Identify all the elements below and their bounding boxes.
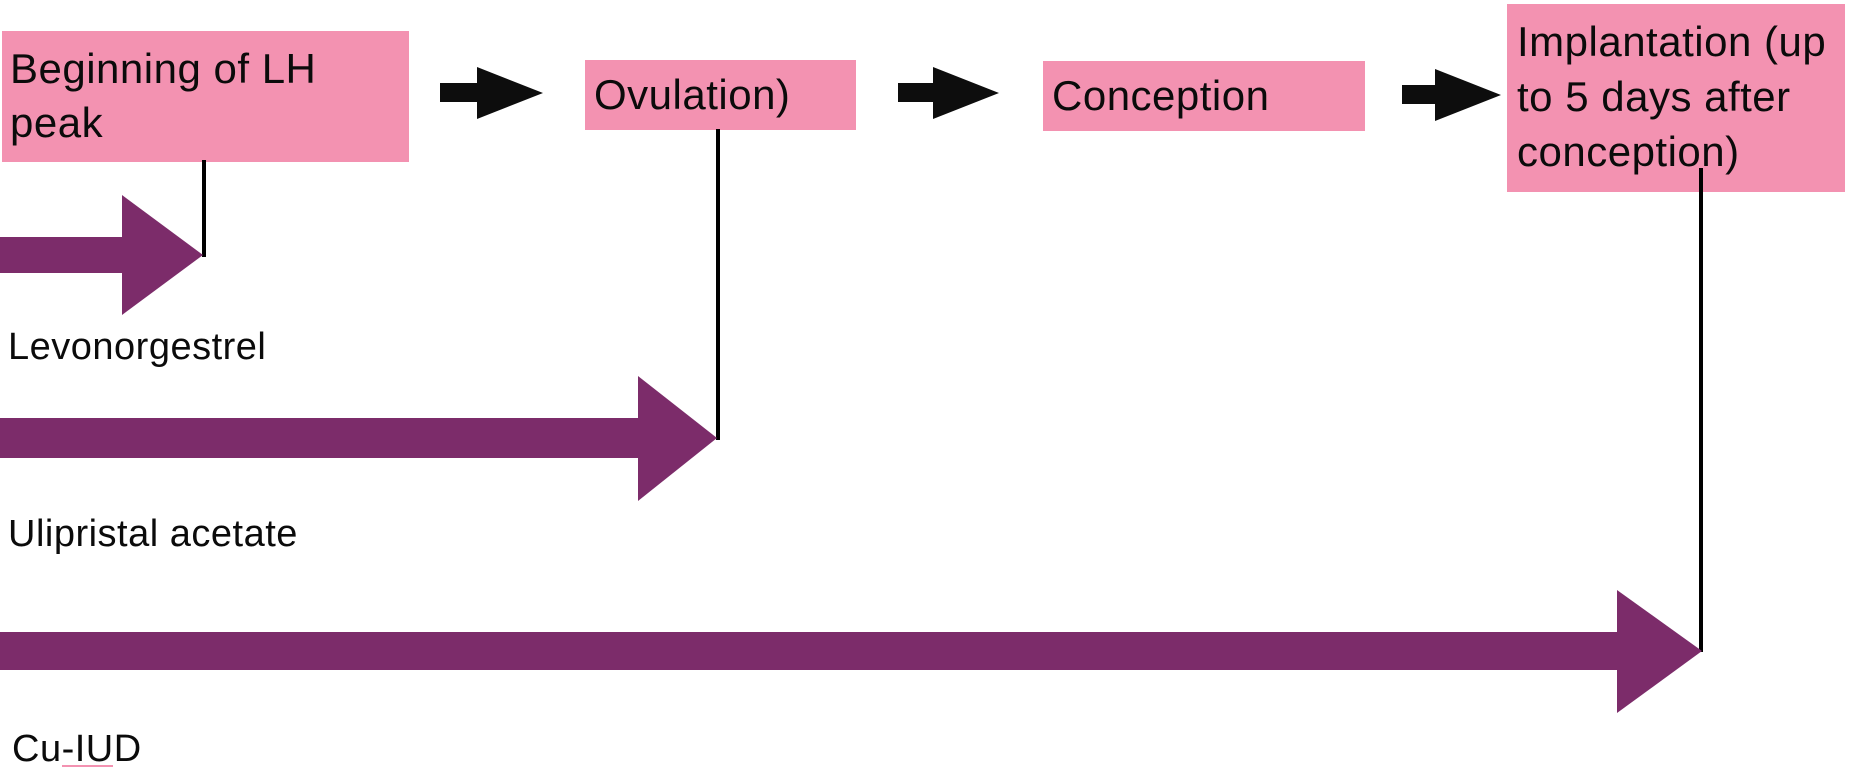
- arrow-head: [1435, 69, 1501, 121]
- stage-box-conception: Conception: [1043, 61, 1365, 131]
- arrow-head: [638, 376, 717, 501]
- method-label-cu-iud: Cu-IUD: [12, 728, 142, 770]
- method-arrow-levonorgestrel: [0, 195, 203, 315]
- marker-line-lh-peak: [202, 160, 206, 257]
- stage-label-line: Conception: [1052, 72, 1270, 119]
- stage-label-line: Implantation (up: [1517, 18, 1827, 65]
- arrow-head: [933, 67, 999, 119]
- arrow-head: [477, 67, 543, 119]
- arrow-head: [122, 195, 203, 315]
- arrow-shaft: [0, 418, 638, 458]
- stage-box-beginning-of-lh-peak: Beginning of LH peak: [2, 31, 409, 162]
- arrow-shaft: [1402, 85, 1437, 104]
- stage-label-line: peak: [10, 99, 104, 146]
- marker-line-implantation: [1699, 168, 1703, 652]
- stage-label-line: conception): [1517, 128, 1740, 175]
- method-label-ulipristal-acetate: Ulipristal acetate: [8, 513, 298, 555]
- stage-label-line: Ovulation): [594, 71, 791, 118]
- stage-box-ovulation: Ovulation): [585, 60, 856, 130]
- arrow-shaft: [0, 237, 122, 273]
- stage-label-line: Beginning of LH: [10, 45, 317, 92]
- method-label-levonorgestrel: Levonorgestrel: [8, 326, 267, 368]
- arrow-shaft: [898, 83, 935, 102]
- marker-line-ovulation: [716, 129, 720, 440]
- arrow-head: [1617, 590, 1702, 713]
- arrow-shaft: [440, 83, 479, 102]
- cropped-pink-box-fragment: [62, 765, 113, 767]
- method-arrow-cu-iud: [0, 590, 1702, 713]
- stage-box-implantation: Implantation (up to 5 days after concept…: [1507, 4, 1845, 192]
- method-arrow-ulipristal-acetate: [0, 376, 717, 501]
- arrow-shaft: [0, 632, 1617, 670]
- stage-label-line: to 5 days after: [1517, 73, 1791, 120]
